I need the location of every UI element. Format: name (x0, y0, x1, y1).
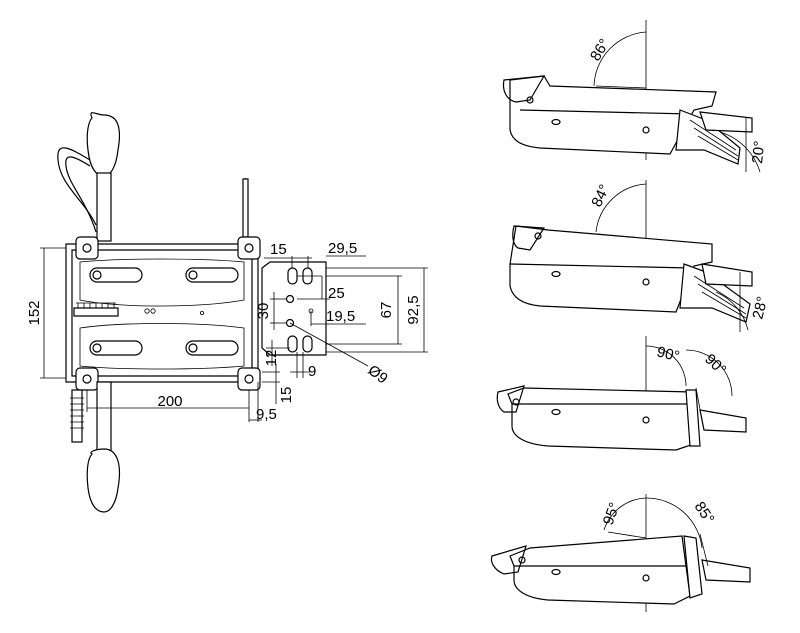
dimension-200: 200 (86, 390, 250, 422)
dim-12-label: 12 (263, 350, 280, 367)
dim-67-label: 67 (378, 302, 395, 319)
dimension-9: 9 (290, 352, 316, 380)
dim-200-label: 200 (157, 393, 182, 410)
dimension-15-bottom: 15 (262, 364, 295, 404)
side4-upper-angle-right: 85° (691, 499, 718, 527)
upper-lever-handle (57, 112, 121, 242)
side3-upper-angle-right: 90° (701, 351, 729, 379)
dimension-29-5: 29,5 (326, 240, 366, 257)
dim-25-label: 25 (328, 285, 345, 302)
side4-upper-angle-left: 95° (600, 500, 624, 527)
dimension-67: 67 (326, 275, 402, 345)
side2-lower-angle: 28° (749, 295, 771, 321)
dimension-19-5: 19,5 (310, 308, 366, 326)
dim-19-5-label: 19,5 (326, 308, 355, 325)
top-rod (242, 178, 249, 238)
lower-lever-handle (70, 381, 121, 513)
dim-15-top-label: 15 (270, 241, 287, 258)
top-view: 152 200 9,5 15 15 (26, 112, 428, 513)
side1-lower-angle: 20° (749, 140, 768, 164)
side-view-4: 95° 85° (490, 494, 751, 612)
side-view-3: 90° 90° (496, 336, 747, 451)
side-view-2: 84° 28° (509, 180, 771, 332)
dim-29-5-label: 29,5 (328, 240, 357, 257)
side-view-1: 86° 20° (502, 20, 768, 173)
dimension-25: 25 (297, 275, 345, 302)
base-plate (65, 236, 261, 391)
dimension-15-top: 15 (264, 241, 312, 268)
dim-92-5-label: 92,5 (405, 295, 422, 324)
side2-upper-angle: 84° (588, 182, 613, 210)
mounting-bracket (261, 261, 327, 356)
side3-upper-angle-left: 90° (655, 343, 681, 365)
dim-152-label: 152 (26, 300, 43, 325)
dimension-152: 152 (26, 247, 66, 379)
side1-upper-angle: 86° (587, 36, 613, 64)
dim-9-5-label: 9,5 (256, 406, 277, 423)
dim-30-label: 30 (255, 303, 272, 320)
dimension-30: 30 (255, 292, 286, 330)
dim-phi9-label: Ø9 (365, 362, 391, 388)
dim-9-label: 9 (308, 363, 316, 380)
dim-15-bottom-label: 15 (278, 387, 295, 404)
dimension-9-5: 9,5 (249, 382, 277, 423)
dimension-12: 12 (263, 340, 290, 366)
